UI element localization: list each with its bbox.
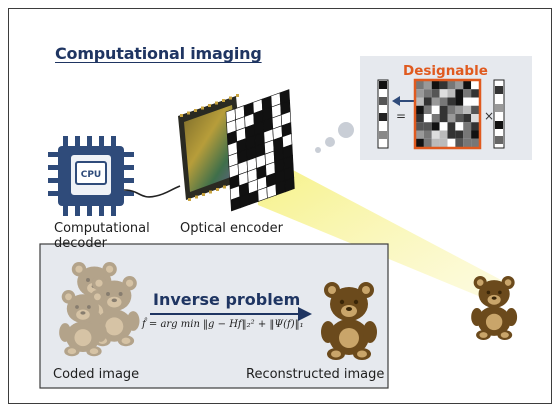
designable-highlight [413,78,482,150]
thought-bubbles [315,122,354,153]
coded-mask [225,89,295,212]
formula: f̂ = arg min ‖g − Hf‖₂² + ‖Ψ(f)‖₁ [142,319,304,330]
designable-panel: = × [360,56,532,160]
input-vector [493,79,505,149]
decoder-label: Computational decoder [54,221,150,251]
encoder-label: Optical encoder [180,221,283,236]
equals-sign: = [396,109,406,123]
measurement-matrix [416,81,479,147]
connection-cable [123,185,181,198]
designable-label: Designable [403,63,488,79]
cpu-label: CPU [81,170,102,180]
coded-image-bears [59,262,140,357]
light-beam [255,150,505,300]
reconstructed-bear [321,282,377,360]
panel-arrow-icon [392,96,415,106]
inverse-problem-label: Inverse problem [153,290,301,309]
page-title: Computational imaging [55,44,262,63]
reconstructed-image-label: Reconstructed image [246,367,385,382]
coded-image-label: Coded image [53,367,140,382]
scene-bear [471,276,518,340]
cpu-chip-icon [48,136,134,216]
times-sign: × [484,109,494,123]
output-vector [377,79,389,149]
inverse-arrow-icon [150,307,312,321]
